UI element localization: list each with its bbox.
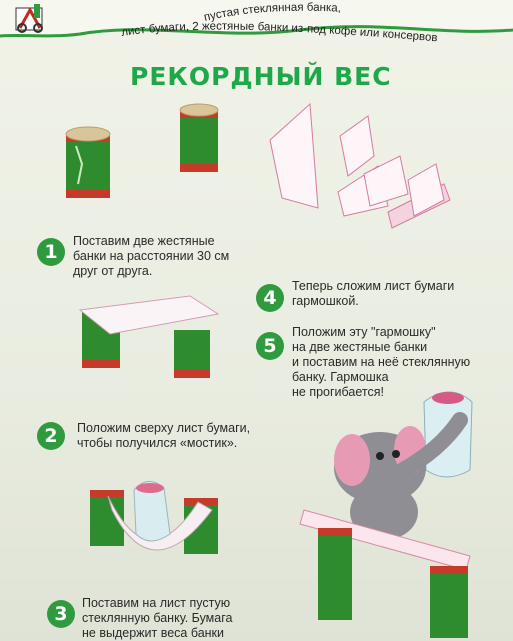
step-5-number: 5 (256, 332, 284, 360)
materials-list: пустая стеклянная банка, лист бумаги, 2 … (121, 2, 438, 45)
step-1-number: 1 (37, 238, 65, 266)
step-4-line-1: Теперь сложим лист бумаги (292, 279, 455, 293)
two-cans-illustration (65, 103, 219, 198)
step-3-line-2: стеклянную банку. Бумага (82, 611, 233, 625)
header-wave (0, 0, 513, 38)
scissors-icon (15, 4, 43, 33)
step-2-number: 2 (37, 422, 65, 450)
step-4-text: Теперь сложим лист бумаги гармошкой. (292, 279, 454, 309)
step-2-line-1: Положим сверху лист бумаги, (77, 421, 251, 435)
step-4-number: 4 (256, 284, 284, 312)
step-3-line-3: не выдержит веса банки (82, 626, 224, 640)
step-1-text: Поставим две жестяные банки на расстояни… (73, 234, 229, 279)
step-3-line-1: Поставим на лист пустую (82, 596, 231, 610)
step-2-line-2: чтобы получился «мостик». (77, 436, 238, 450)
step-5-line-5: не прогибается! (292, 385, 384, 399)
page-title: РЕКОРДНЫЙ ВЕС (130, 62, 392, 91)
paper-folding-illustration (269, 102, 451, 229)
step-4-line-2: гармошкой. (292, 294, 359, 308)
step-1-line-2: банки на расстоянии 30 см (73, 249, 230, 263)
elephant-illustration (299, 391, 473, 638)
step-5-line-2: на две жестяные банки (292, 340, 428, 354)
paper-bridge-illustration (78, 295, 220, 378)
step-3-number: 3 (47, 600, 75, 628)
materials-line-2: лист бумаги, 2 жестяные банки из-под коф… (121, 21, 438, 45)
step-3-text: Поставим на лист пустую стеклянную банку… (82, 596, 232, 641)
step-1-line-1: Поставим две жестяные (73, 234, 215, 248)
svg-text:лист бумаги, 2 жестяные банки: лист бумаги, 2 жестяные банки из-под коф… (121, 21, 438, 45)
sagging-paper-illustration (90, 481, 218, 554)
step-1-line-3: друг от друга. (73, 264, 153, 278)
step-5-text: Положим эту "гармошку" на две жестяные б… (292, 325, 470, 400)
step-2-text: Положим сверху лист бумаги, чтобы получи… (77, 421, 250, 451)
step-5-line-3: и поставим на неё стеклянную (292, 355, 471, 369)
step-5-line-4: банку. Гармошка (292, 370, 389, 384)
step-5-line-1: Положим эту "гармошку" (292, 325, 436, 339)
